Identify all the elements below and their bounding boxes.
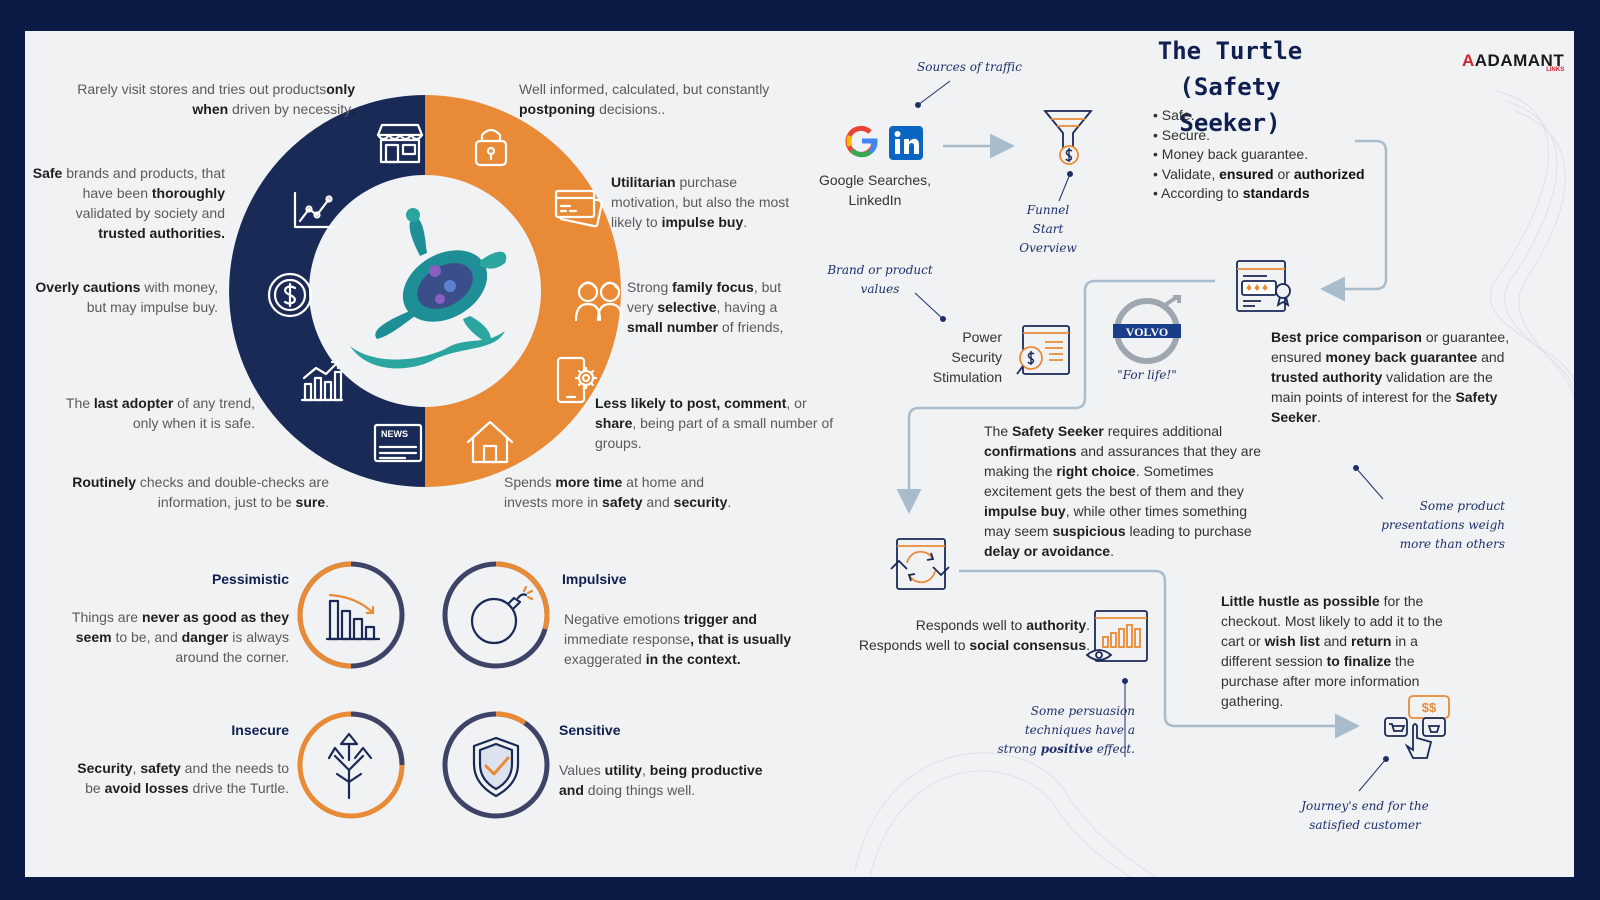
adamant-logo: AADAMANT LINKS — [1462, 51, 1565, 73]
diagram-canvas: VOLVO $$ — [229, 80, 1574, 877]
volvo-tagline: "For life!" — [1117, 368, 1177, 382]
trait-title-impulsive: Impulsive — [562, 571, 627, 587]
phone-settings-icon — [556, 356, 598, 404]
wheel-left-half — [229, 95, 425, 487]
direction-arrows-icon — [327, 732, 373, 800]
bomb-icon — [470, 585, 534, 645]
checkout-text: Little hustle as possible for the checko… — [1221, 593, 1443, 709]
google-icon — [845, 125, 878, 158]
infographic-card: VOLVO $$ The Turtle (Safe — [25, 31, 1574, 877]
lock-icon — [474, 128, 508, 167]
trait-rings — [297, 561, 550, 819]
best-price-text: Best price comparison or guarantee, ensu… — [1271, 329, 1510, 425]
trait-text-sensitive: Values utility, being productive and doi… — [559, 762, 763, 798]
trait-text-impulsive: Negative emotions trigger and immediate … — [564, 611, 792, 667]
trait-text-insecure: Security, safety and the needs to be avo… — [77, 760, 289, 796]
shield-check-icon — [472, 736, 520, 798]
safety-bullet-item: • Money back guarantee. — [1153, 146, 1309, 162]
chart-line-icon — [293, 191, 335, 229]
wheel-text-left-5: Routinely checks and double-checks are i… — [72, 474, 329, 510]
sources-label: Google Searches,LinkedIn — [818, 172, 932, 208]
linkedin-icon — [889, 126, 923, 160]
rating-document-icon — [1236, 260, 1291, 312]
trait-title-sensitive: Sensitive — [559, 722, 621, 738]
note-sources-of-traffic: Sources of traffic — [917, 60, 1022, 74]
wheel-text-right-3: Strong family focus, but very selective,… — [627, 279, 784, 335]
volvo-text: VOLVO — [1126, 325, 1168, 339]
turtle-illustration — [350, 208, 507, 369]
dollar-sign-text: $$ — [1422, 700, 1437, 715]
family-icon — [574, 281, 624, 322]
wheel-text-right-2: Utilitarian purchase motivation, but als… — [611, 174, 790, 230]
decorative-waves — [854, 90, 1574, 877]
safety-bullet-item: • Validate, ensured or authorized — [1153, 165, 1365, 182]
responds-authority-text: Responds well to authority.Responds well… — [858, 617, 1090, 653]
wheel-text-left-2: Safe brands and products, that have been… — [32, 165, 225, 241]
wheel-text-left-1: Rarely visit stores and tries out produc… — [77, 81, 355, 117]
safety-seeker-text: The Safety Seeker requires additional co… — [984, 423, 1262, 559]
safety-bullet-item: • Secure. — [1153, 126, 1211, 143]
analytics-eye-icon — [1085, 610, 1148, 662]
dollar-icon — [267, 272, 313, 318]
declining-chart-icon — [325, 593, 381, 641]
note-leaders — [914, 80, 1389, 792]
safety-bullet-item: • Safe. — [1153, 107, 1195, 123]
credit-card-icon — [554, 189, 604, 228]
wheel-text-left-4: The last adopter of any trend, only when… — [65, 395, 255, 431]
security-magnifier-icon — [1016, 325, 1070, 375]
flow-lines — [896, 133, 1388, 739]
page-title: The Turtle (Safety Seeker) — [1157, 37, 1303, 137]
funnel-icon — [1043, 110, 1093, 165]
wheel-text-right-5: Spends more time at home and invests mor… — [504, 474, 732, 510]
trait-text-pessimistic: Things are never as good as they seem to… — [71, 609, 289, 665]
store-icon — [376, 123, 424, 164]
wheel-text-left-3: Overly cautions with money, but may impu… — [35, 279, 218, 315]
wheel-text-right-4: Less likely to post, comment, or share, … — [595, 395, 834, 451]
news-label: NEWS — [381, 429, 408, 439]
news-icon — [373, 423, 423, 463]
cart-click-icon: $$ — [1384, 695, 1450, 759]
safety-bullet-item: • According to standards — [1153, 185, 1310, 201]
safety-bullets: • Safe. • Secure. • Money back guarantee. •… — [1153, 106, 1365, 204]
trait-title-insecure: Insecure — [231, 722, 289, 738]
volvo-logo: VOLVO — [1113, 295, 1181, 364]
bar-chart-icon — [300, 360, 344, 402]
trait-title-pessimistic: Pessimistic — [211, 571, 289, 587]
wheel-text-right-1: Well informed, calculated, but constantl… — [519, 81, 770, 117]
home-icon — [466, 420, 514, 464]
sync-document-icon — [890, 538, 950, 590]
